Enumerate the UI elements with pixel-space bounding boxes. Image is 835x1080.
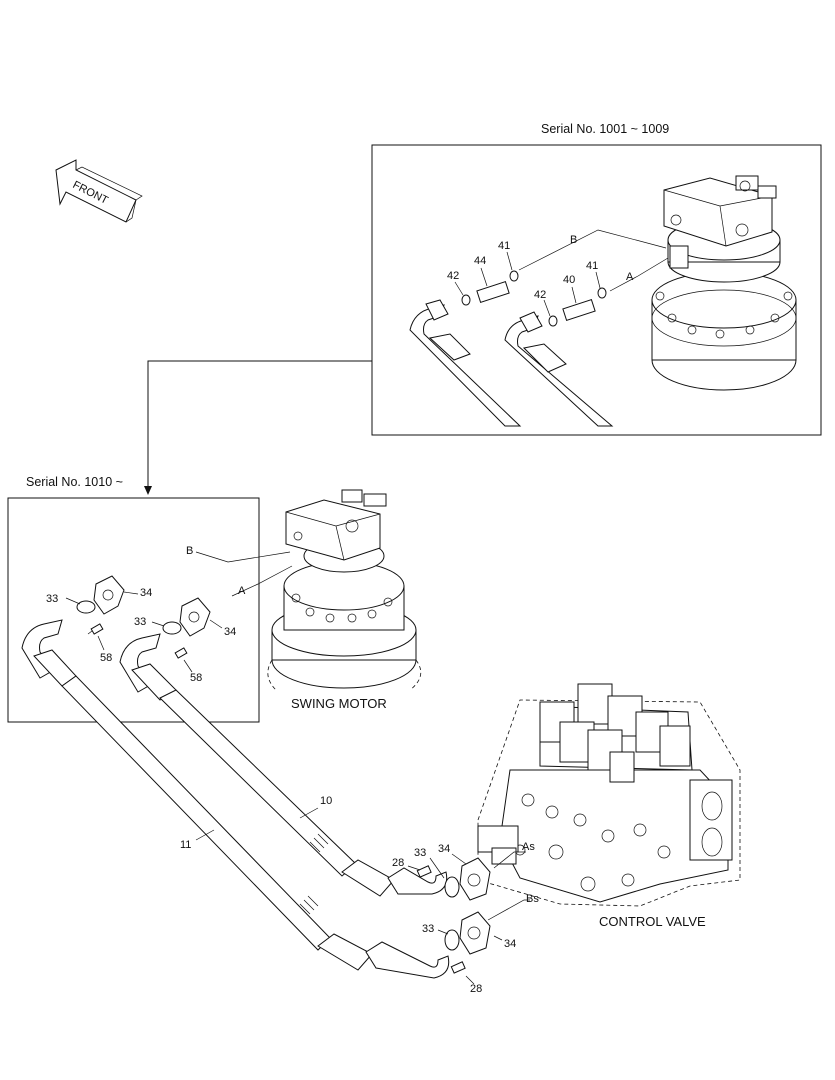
top-fitting-b — [461, 270, 519, 306]
top-detail-frame — [371, 144, 822, 436]
control-valve-drawing — [477, 683, 741, 907]
callout-33-lower: 33 — [422, 923, 434, 935]
serial-bottom-label: Serial No. 1010 ~ — [26, 475, 123, 489]
callout-42-a: 42 — [534, 289, 546, 301]
callout-34-upper: 34 — [438, 843, 450, 855]
callout-34-a-mid: 34 — [224, 626, 236, 638]
callout-41-a: 41 — [586, 260, 598, 272]
swing-motor-label: SWING MOTOR — [291, 696, 387, 711]
leader-b-mid — [195, 551, 291, 563]
top-hose-a — [504, 311, 614, 427]
callout-28-upper: 28 — [392, 857, 404, 869]
callout-42-b: 42 — [447, 270, 459, 282]
label-b-top: B — [570, 234, 577, 246]
callout-10: 10 — [320, 795, 332, 807]
top-hose-b — [409, 299, 522, 427]
control-valve-label: CONTROL VALVE — [599, 914, 706, 929]
mid-flange-b — [76, 575, 125, 635]
callout-28-lower: 28 — [470, 983, 482, 995]
mid-flange-a — [162, 597, 211, 659]
leader-bs — [487, 899, 530, 921]
leader-a-mid — [231, 565, 293, 597]
bottom-flange-lower — [444, 911, 491, 974]
swing-motor-top-drawing — [651, 175, 797, 391]
bottom-flange-upper — [416, 857, 491, 901]
callout-11: 11 — [180, 839, 191, 851]
callout-44: 44 — [474, 255, 486, 267]
hose-10 — [159, 689, 448, 897]
serial-top-label: Serial No. 1001 ~ 1009 — [541, 122, 669, 136]
leader-a-top — [609, 257, 669, 292]
callout-33-upper: 33 — [414, 847, 426, 859]
hose-11 — [61, 675, 450, 979]
bottom-detail-frame — [7, 497, 260, 723]
callout-33-b-mid: 33 — [46, 593, 58, 605]
front-arrow-icon: FRONT — [55, 159, 143, 223]
label-a-mid: A — [238, 585, 246, 597]
callout-41-b: 41 — [498, 240, 510, 252]
label-a-top: A — [626, 271, 634, 283]
leader-as — [493, 851, 526, 869]
label-as: As — [522, 841, 535, 853]
callout-58-a-mid: 58 — [190, 672, 202, 684]
callout-34-lower: 34 — [504, 938, 516, 950]
top-fitting-a — [548, 287, 607, 327]
callout-33-a-mid: 33 — [134, 616, 146, 628]
callout-58-b-mid: 58 — [100, 652, 112, 664]
detail-connector-arrow — [144, 360, 372, 495]
label-b-mid: B — [186, 545, 193, 557]
callout-40: 40 — [563, 274, 575, 286]
callout-34-b-mid: 34 — [140, 587, 152, 599]
mid-hose-a — [119, 633, 177, 701]
leader-b-top — [518, 229, 667, 271]
swing-motor-mid-drawing — [267, 489, 422, 691]
label-bs: Bs — [526, 893, 539, 905]
mid-hose-b — [21, 619, 77, 687]
